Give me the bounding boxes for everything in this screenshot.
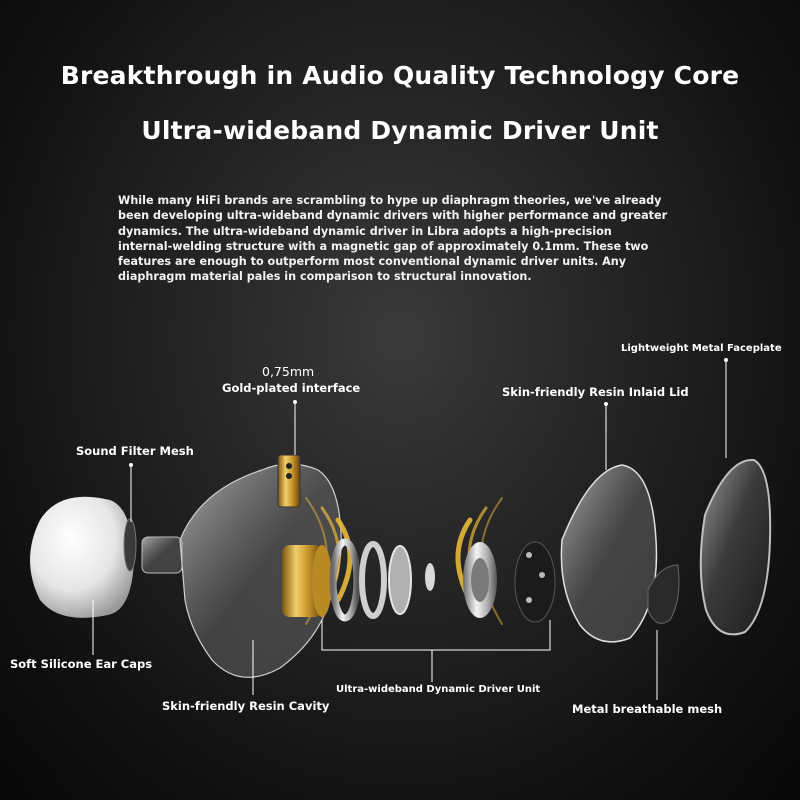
description-line: features are enough to outperform most c…	[118, 255, 627, 269]
label-driver-unit: Ultra-wideband Dynamic Driver Unit	[336, 684, 541, 695]
driver-gold-housing	[282, 545, 322, 617]
description-line: dynamics. The ultra-wideband dynamic dri…	[118, 224, 612, 238]
silicone-ear-cap	[30, 496, 134, 618]
label-filter-mesh: Sound Filter Mesh	[76, 444, 194, 458]
description-line: internal-welding structure with a magnet…	[118, 239, 649, 253]
callout-lines	[92, 360, 727, 700]
driver-ring	[359, 541, 387, 619]
label-interface-size: 0,75mm	[262, 364, 315, 379]
description-line: been developing ultra-wideband dynamic d…	[118, 209, 668, 223]
description-paragraph: While many HiFi brands are scrambling to…	[118, 193, 688, 285]
label-resin-cavity: Skin-friendly Resin Cavity	[162, 699, 330, 713]
headline-line-1: Breakthrough in Audio Quality Technology…	[60, 61, 740, 90]
gold-plated-interface	[277, 454, 301, 508]
label-ear-caps: Soft Silicone Ear Caps	[10, 657, 153, 671]
metal-faceplate	[699, 458, 772, 636]
sound-filter-mesh	[123, 518, 137, 572]
label-faceplate: Lightweight Metal Faceplate	[621, 343, 782, 354]
resin-inlaid-lid	[560, 464, 658, 643]
metal-breathable-mesh	[647, 564, 680, 624]
driver-ring	[329, 538, 361, 622]
driver-ring	[425, 563, 435, 591]
headline-line-2: Ultra-wideband Dynamic Driver Unit	[141, 116, 659, 145]
label-breathable-mesh: Metal breathable mesh	[572, 702, 723, 716]
nozzle	[141, 536, 183, 574]
description-line: While many HiFi brands are scrambling to…	[118, 194, 662, 207]
description-line: diaphragm material pales in comparison t…	[118, 270, 532, 284]
driver-diaphragm	[388, 545, 412, 615]
driver-back-plate	[514, 541, 556, 623]
label-gold-interface: Gold-plated interface	[222, 381, 361, 395]
label-inlaid-lid: Skin-friendly Resin Inlaid Lid	[502, 385, 689, 399]
